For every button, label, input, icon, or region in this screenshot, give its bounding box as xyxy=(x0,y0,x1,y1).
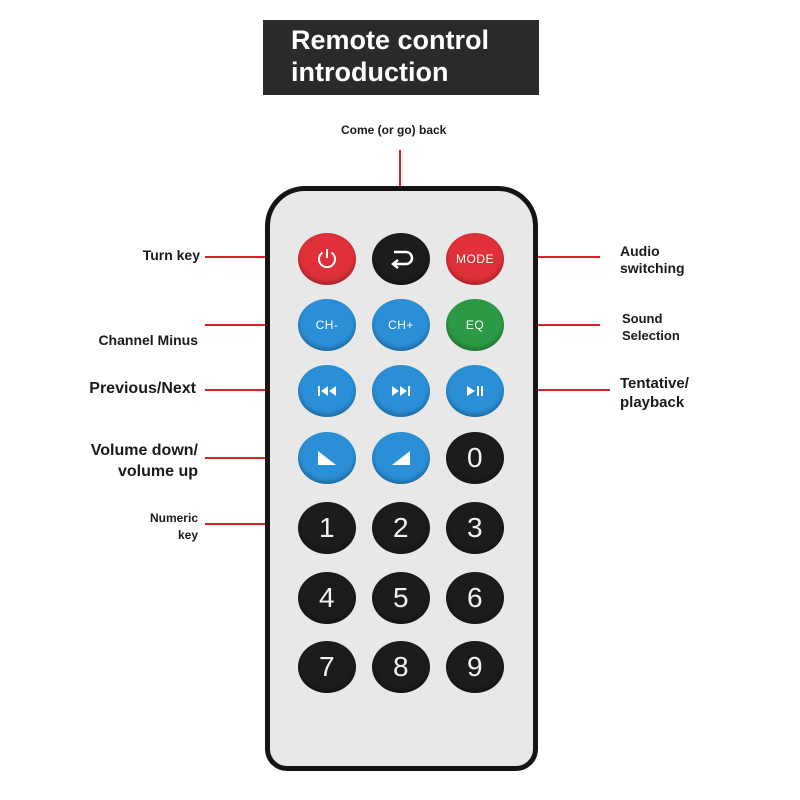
annotation-come-back: Come (or go) back xyxy=(341,123,447,137)
power-icon xyxy=(318,249,336,269)
number-5-label: 5 xyxy=(392,582,410,613)
next-button[interactable] xyxy=(372,365,430,417)
volume-up-icon xyxy=(392,451,410,465)
play-pause-button[interactable] xyxy=(446,365,504,417)
number-2-label: 2 xyxy=(392,512,410,543)
number-6-button[interactable]: 6 xyxy=(446,572,504,624)
number-5-button[interactable]: 5 xyxy=(372,572,430,624)
annotation-volume-line-1: Volume down/ xyxy=(90,442,198,459)
volume-down-button[interactable] xyxy=(298,432,356,484)
annotation-sound-line-2: Selection xyxy=(622,328,680,343)
annotation-turn-key: Turn key xyxy=(142,247,200,263)
annotation-sound-selection: Sound Selection xyxy=(622,310,680,344)
number-8-button[interactable]: 8 xyxy=(372,641,430,693)
annotation-volume-line-2: volume up xyxy=(117,463,198,480)
number-4-label: 4 xyxy=(318,582,336,613)
annotation-numeric-key: Numeric key xyxy=(100,510,198,544)
title-box: Remote control introduction xyxy=(263,20,539,95)
annotation-tentative-playback: Tentative/ playback xyxy=(620,374,689,412)
annotation-audio-line-1: Audio xyxy=(620,243,660,259)
number-0-button[interactable]: 0 xyxy=(446,432,504,484)
number-0-label: 0 xyxy=(466,442,484,473)
volume-down-icon xyxy=(318,451,336,465)
mode-button[interactable]: MODE xyxy=(446,233,504,285)
number-1-label: 1 xyxy=(318,512,336,543)
next-icon xyxy=(392,386,410,396)
annotation-volume: Volume down/ volume up xyxy=(60,440,198,482)
annotation-sound-line-1: Sound xyxy=(622,311,663,326)
play-pause-icon xyxy=(467,386,483,396)
number-9-label: 9 xyxy=(466,651,484,682)
annotation-numeric-line-1: Numeric xyxy=(149,511,198,525)
number-7-label: 7 xyxy=(318,651,336,682)
volume-up-button[interactable] xyxy=(372,432,430,484)
power-button[interactable] xyxy=(298,233,356,285)
eq-label: EQ xyxy=(465,318,485,332)
number-8-label: 8 xyxy=(392,651,410,682)
annotation-audio-switching: Audio switching xyxy=(620,243,685,277)
annotation-tentative-line-2: playback xyxy=(620,394,685,411)
ch-minus-button[interactable]: CH- xyxy=(298,299,356,351)
mode-label: MODE xyxy=(456,252,494,266)
back-button[interactable] xyxy=(372,233,430,285)
number-7-button[interactable]: 7 xyxy=(298,641,356,693)
previous-icon xyxy=(318,386,336,396)
back-arrow-icon xyxy=(390,250,414,269)
ch-plus-label: CH+ xyxy=(388,318,414,332)
annotation-previous-next: Previous/Next xyxy=(89,380,196,397)
annotation-numeric-line-2: key xyxy=(177,528,198,542)
title-line-1: Remote control xyxy=(291,25,490,55)
number-9-button[interactable]: 9 xyxy=(446,641,504,693)
eq-button[interactable]: EQ xyxy=(446,299,504,351)
title-line-2: introduction xyxy=(291,57,449,87)
annotation-audio-line-2: switching xyxy=(620,260,685,276)
number-4-button[interactable]: 4 xyxy=(298,572,356,624)
number-3-label: 3 xyxy=(466,512,484,543)
number-3-button[interactable]: 3 xyxy=(446,502,504,554)
ch-plus-button[interactable]: CH+ xyxy=(372,299,430,351)
ch-minus-label: CH- xyxy=(315,318,339,332)
annotation-channel-minus: Channel Minus xyxy=(98,332,198,348)
previous-button[interactable] xyxy=(298,365,356,417)
number-6-label: 6 xyxy=(466,582,484,613)
annotation-tentative-line-1: Tentative/ xyxy=(620,375,689,392)
number-1-button[interactable]: 1 xyxy=(298,502,356,554)
number-2-button[interactable]: 2 xyxy=(372,502,430,554)
